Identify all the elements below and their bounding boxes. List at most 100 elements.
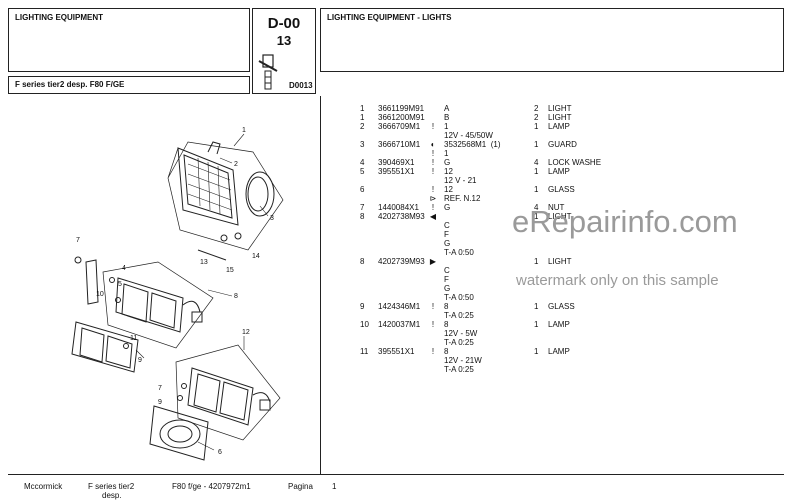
code-box: D-00 13 D0013 — [252, 8, 316, 94]
part-description: NUT — [548, 203, 565, 212]
part-ref: 11 — [360, 347, 369, 356]
indicator-lamp-rear — [175, 344, 281, 441]
footer-brand: Mccormick — [24, 482, 63, 491]
part-detail: T-A 0:25 — [444, 311, 474, 320]
part-ref: 10 — [360, 320, 369, 329]
part-qty: 2 — [534, 113, 539, 122]
footer-model: F80 f/ge - 4207972m1 — [172, 482, 251, 491]
part-number: 3666710M1 — [378, 140, 421, 149]
part-detail: C — [444, 266, 450, 275]
part-symbol: ! — [431, 167, 435, 176]
part-detail: T-A 0:50 — [444, 248, 474, 257]
part-symbol: ⊳ — [429, 194, 437, 203]
part-description: LAMP — [548, 320, 570, 329]
part-number: 4202738M93 — [378, 212, 425, 221]
part-qty: 1 — [534, 320, 539, 329]
divider-vertical — [320, 96, 321, 474]
callout-1: 1 — [242, 127, 246, 134]
part-detail: T-A 0:25 — [444, 365, 474, 374]
exploded-diagram: 1 2 3 4 5 6 7 8 9 10 11 12 13 14 15 7 9 — [71, 127, 284, 461]
parts-row: ⊳ REF. N.12 — [360, 194, 660, 203]
part-description: GLASS — [548, 302, 575, 311]
part-description: LIGHT — [548, 212, 572, 221]
part-ref: 1 — [360, 104, 365, 113]
part-detail: 8 — [444, 302, 449, 311]
part-description: LIGHT — [548, 257, 572, 266]
callout-8: 8 — [234, 293, 238, 300]
part-ref: 7 — [360, 203, 365, 212]
footer-rule — [8, 474, 784, 475]
part-detail: T-A 0:25 — [444, 338, 474, 347]
callout-9b: 9 — [158, 399, 162, 406]
part-ref: 1 — [360, 113, 365, 122]
part-detail: B — [444, 113, 450, 122]
part-description: LAMP — [548, 167, 570, 176]
lower-glass — [149, 405, 209, 461]
part-ref: 4 — [360, 158, 365, 167]
part-ref: 8 — [360, 257, 365, 266]
part-number: 3661199M91 — [378, 104, 425, 113]
watermark-note: watermark only on this sample — [516, 272, 719, 289]
code-number: 13 — [276, 33, 292, 48]
headlamp-assembly — [167, 141, 284, 261]
series-label: F series tier2 desp. F80 F/GE — [15, 80, 125, 89]
footer-page-label: Pagina — [288, 482, 313, 491]
footer-page-number: 1 — [332, 482, 337, 491]
part-symbol: ! — [431, 203, 435, 212]
part-detail: 12V - 45/50W — [444, 131, 493, 140]
part-qty: 1 — [534, 140, 539, 149]
part-qty: 4 — [534, 203, 539, 212]
part-symbol: ▶ — [429, 257, 437, 266]
part-number: 3666709M1 — [378, 122, 421, 131]
key-icon — [258, 54, 278, 90]
part-ref: 2 — [360, 122, 365, 131]
part-detail: G — [444, 158, 451, 167]
callout-4: 4 — [122, 265, 126, 272]
part-symbol: ! — [431, 302, 435, 311]
part-symbol: ! — [431, 149, 435, 158]
mounting-bracket — [74, 256, 99, 305]
part-symbol: ! — [431, 158, 435, 167]
section-title: LIGHTING EQUIPMENT — [15, 13, 103, 22]
part-description: LIGHT — [548, 113, 572, 122]
part-symbol: ! — [431, 320, 435, 329]
part-detail: 1 — [444, 122, 449, 131]
part-description: LAMP — [548, 347, 570, 356]
part-detail: 12V - 5W — [444, 329, 478, 338]
part-detail: REF. N.12 — [444, 194, 481, 203]
part-ref: 3 — [360, 140, 365, 149]
indicator-lamp-front — [102, 261, 214, 349]
part-symbol: ◀ — [429, 212, 437, 221]
part-qty: 1 — [534, 302, 539, 311]
part-detail: 12 V - 21 — [444, 176, 477, 185]
part-number: 395551X1 — [378, 167, 415, 176]
part-detail: T-A 0:50 — [444, 293, 474, 302]
part-number: 1424346M1 — [378, 302, 421, 311]
part-detail: 12V - 21W — [444, 356, 482, 365]
footer-series: F series tier2 — [88, 482, 135, 491]
header-left-box: LIGHTING EQUIPMENT — [8, 8, 250, 72]
series-box: F series tier2 desp. F80 F/GE — [8, 76, 250, 94]
part-ref: 9 — [360, 302, 365, 311]
part-description: GLASS — [548, 185, 575, 194]
callout-2: 2 — [234, 161, 238, 168]
part-detail: 3532568M1 (1) — [444, 140, 501, 149]
part-detail: G — [444, 284, 451, 293]
code-label: D-00 — [267, 15, 301, 32]
part-number: 1440084X1 — [378, 203, 419, 212]
callout-7: 7 — [76, 237, 80, 244]
callout-15: 15 — [226, 267, 234, 274]
part-symbol: ◐ — [430, 140, 436, 149]
part-qty: 1 — [534, 185, 539, 194]
callout-11: 11 — [130, 335, 137, 342]
part-detail: G — [444, 203, 451, 212]
part-description: GUARD — [548, 140, 577, 149]
part-description: LIGHT — [548, 104, 572, 113]
